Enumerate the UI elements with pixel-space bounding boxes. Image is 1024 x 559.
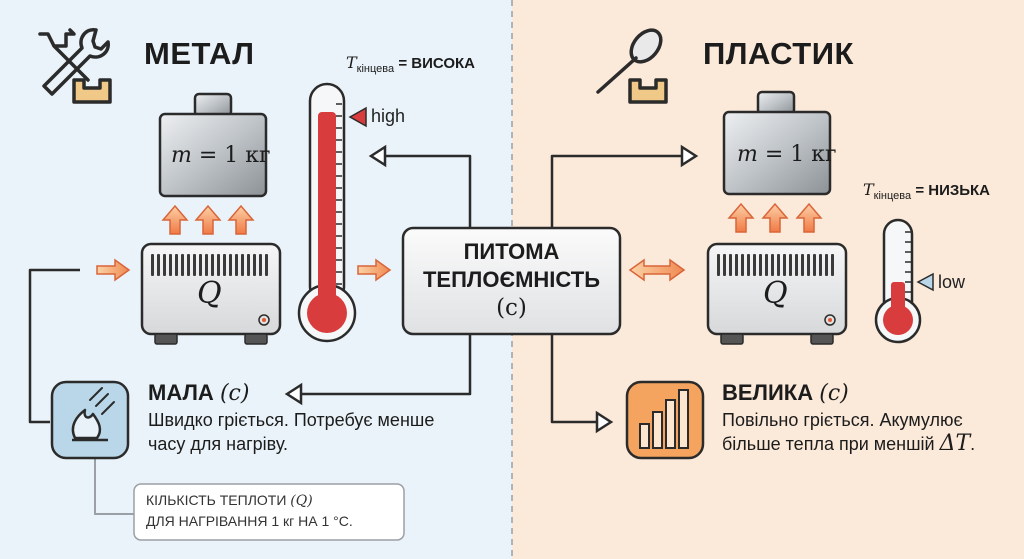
arrow-to-center-box bbox=[357, 258, 392, 282]
plastic-title: ПЛАСТИК bbox=[703, 36, 854, 71]
connector-center-to-weight-plastic bbox=[550, 154, 682, 228]
plastic-heater bbox=[706, 242, 848, 345]
metal-result-heading: МАЛА (c) bbox=[148, 380, 250, 406]
heat-up-arrows-plastic bbox=[727, 202, 823, 233]
metal-final-temp: Tкінцева = ВИСОКА bbox=[346, 53, 475, 75]
fast-heating-icon bbox=[50, 380, 130, 460]
connector-center-to-result-metal bbox=[288, 330, 472, 396]
plastic-mass-label: m = 1 кг bbox=[737, 142, 837, 167]
heat-up-arrows-metal bbox=[161, 204, 255, 235]
plastic-result-text: Повільно гріється. Акумулює більше тепла… bbox=[722, 410, 976, 456]
metal-mass-label: m = 1 кг bbox=[171, 143, 271, 168]
plastic-final-temp: Tкінцева = НИЗЬКА bbox=[863, 180, 991, 202]
level-label-high: high bbox=[371, 106, 406, 126]
double-arrow-center-plastic bbox=[628, 258, 686, 282]
metal-title: МЕТАЛ bbox=[144, 36, 255, 71]
large-capacity-icon bbox=[625, 380, 705, 460]
level-marker-low bbox=[916, 272, 934, 292]
connector-center-to-thermo bbox=[372, 154, 472, 228]
thermometer-plastic bbox=[874, 218, 922, 344]
note-text: КІЛЬКІСТЬ ТЕПЛОТИ (Q) ДЛЯ НАГРІВАННЯ 1 к… bbox=[146, 492, 353, 529]
metal-weight bbox=[158, 92, 268, 198]
level-label-low: low bbox=[938, 272, 966, 292]
wrench-icon bbox=[38, 28, 112, 104]
connector-heater-to-icon bbox=[28, 268, 80, 424]
connector-icon-to-note bbox=[94, 458, 135, 515]
plastic-heat-label: Q bbox=[763, 276, 788, 311]
plastic-weight bbox=[722, 90, 832, 196]
metal-heat-label: Q bbox=[197, 276, 222, 311]
plastic-result-heading: ВЕЛИКА (c) bbox=[722, 380, 849, 406]
note-box bbox=[133, 483, 405, 541]
arrow-into-metal-heater bbox=[96, 258, 131, 282]
metal-heater bbox=[140, 242, 282, 345]
spoon-icon bbox=[596, 28, 668, 104]
level-marker-high bbox=[348, 106, 367, 128]
connector-center-to-result-plastic bbox=[550, 330, 597, 424]
thermometer-metal bbox=[297, 82, 357, 343]
center-concept-text: ПИТОМА ТЕПЛОЄМНІСТЬ (c) bbox=[422, 239, 601, 321]
center-concept-box bbox=[401, 226, 622, 336]
metal-result-text: Швидко гріється. Потребує менше часу для… bbox=[148, 410, 435, 454]
